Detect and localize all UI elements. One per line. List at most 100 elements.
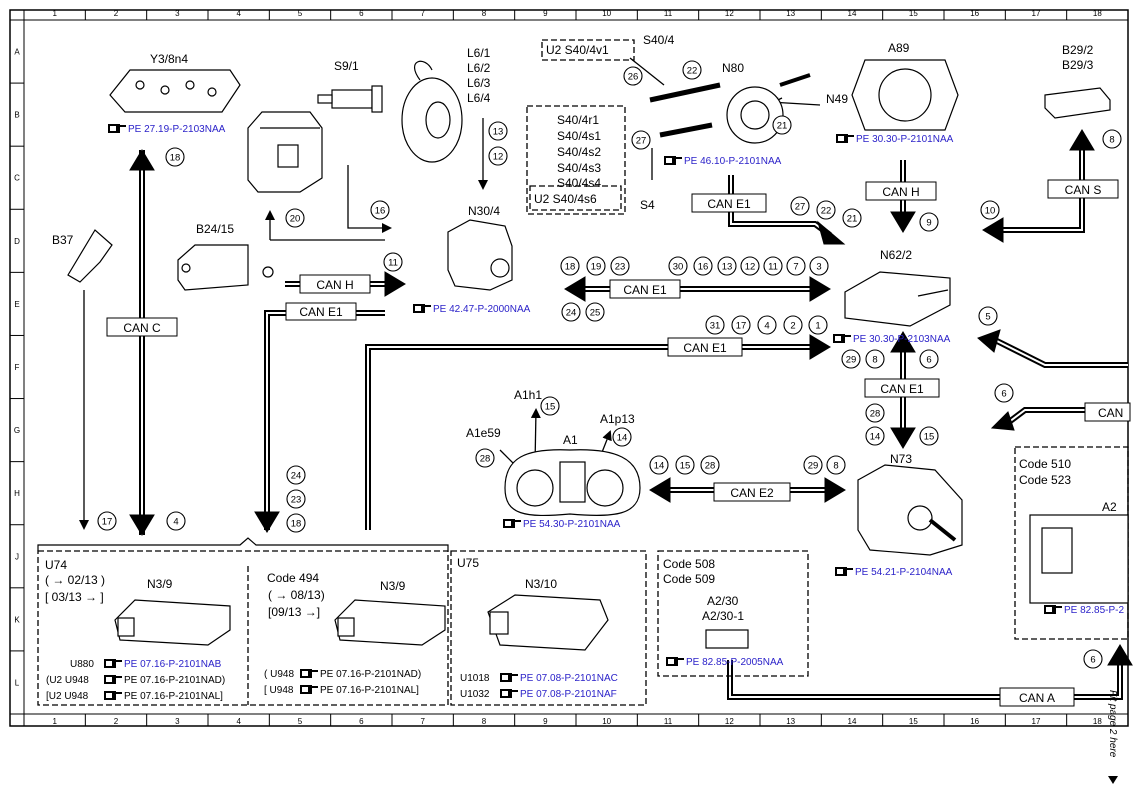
- label-s40-4s4: S40/4s4: [557, 176, 601, 190]
- bus-label-can-c: CAN C: [123, 321, 161, 335]
- label-y3-8n4: Y3/8n4: [150, 52, 188, 66]
- grid-col-top-12: 12: [725, 9, 734, 18]
- callout-c18b: 18: [286, 513, 306, 533]
- grid-col-bottom-11: 11: [664, 717, 673, 726]
- label-b29-2: B29/2: [1062, 43, 1094, 57]
- callout-c18a: 18: [165, 147, 185, 167]
- svg-text:17: 17: [736, 321, 747, 332]
- ref-y3: PE 27.19-P-2103NAA: [128, 124, 226, 135]
- label-s40-4s2: S40/4s2: [557, 145, 601, 159]
- label-s9-1: S9/1: [334, 59, 359, 73]
- callout-e-24: 24: [561, 302, 581, 322]
- svg-text:21: 21: [847, 214, 858, 225]
- svg-text:4: 4: [764, 321, 769, 332]
- label-u74-date-2: [ 03/13 → ]: [45, 590, 104, 604]
- callout-c14a: 14: [865, 426, 885, 446]
- svg-text:22: 22: [821, 206, 832, 217]
- callout-c29a: 29: [841, 349, 861, 369]
- component-labels: Y3/8n4 PE 27.19-P-2103NAA S9/1 L6/1 L6/2…: [45, 33, 1124, 784]
- bus-label-can-e1-long: CAN E1: [683, 341, 727, 355]
- group-bracket: [37, 537, 449, 551]
- callout-c6a: 6: [919, 349, 939, 369]
- svg-text:13: 13: [493, 127, 504, 138]
- svg-text:31: 31: [710, 321, 721, 332]
- callout-e-30: 30: [668, 256, 688, 276]
- grid-col-bottom-14: 14: [848, 717, 857, 726]
- ref-n62-2: PE 30.30-P-2103NAA: [853, 334, 951, 345]
- svg-text:6: 6: [926, 355, 931, 366]
- grid-col-top-13: 13: [786, 9, 795, 18]
- bus-label-can-e1-right: CAN E1: [880, 382, 924, 396]
- bus-label-can-h-left: CAN H: [316, 278, 353, 292]
- svg-text:29: 29: [808, 461, 819, 472]
- callout-f-17: 17: [731, 315, 751, 335]
- callout-c14b: 14: [612, 427, 632, 447]
- label-u2-u948-b: [U2 U948: [46, 691, 89, 702]
- n62-2-module-sketch: [844, 271, 951, 327]
- ref-a2-30: PE 82.85-P-2005NAA: [686, 657, 784, 668]
- callout-c4: 4: [166, 511, 186, 531]
- label-u1018: U1018: [460, 673, 490, 684]
- svg-text:18: 18: [291, 519, 302, 530]
- svg-text:19: 19: [591, 262, 602, 273]
- callout-e-12: 12: [740, 256, 760, 276]
- svg-text:22: 22: [687, 66, 698, 77]
- label-l6-3: L6/3: [467, 76, 491, 90]
- svg-text:6: 6: [1090, 655, 1095, 666]
- label-a1e59: A1e59: [466, 426, 501, 440]
- grid-col-bottom-6: 6: [359, 717, 364, 726]
- grid-col-bottom-13: 13: [786, 717, 795, 726]
- label-u948-b: [ U948: [264, 685, 294, 696]
- callout-c6b: 6: [994, 383, 1014, 403]
- grid-col-bottom-3: 3: [175, 717, 180, 726]
- label-a2: A2: [1102, 500, 1117, 514]
- callout-e-23: 23: [610, 256, 630, 276]
- svg-text:30: 30: [673, 262, 684, 273]
- svg-text:11: 11: [768, 262, 778, 273]
- grid-col-top-9: 9: [543, 9, 548, 18]
- callout-h-14: 14: [649, 455, 669, 475]
- a7-3-unit-sketch: [247, 111, 323, 193]
- label-code-509: Code 509: [663, 572, 715, 586]
- callout-c8b: 8: [865, 349, 885, 369]
- label-s40-4s3: S40/4s3: [557, 161, 601, 175]
- svg-text:17: 17: [102, 517, 113, 528]
- svg-text:9: 9: [926, 218, 931, 229]
- callout-e-3: 3: [809, 256, 829, 276]
- n30-4-unit-sketch: [447, 219, 513, 291]
- callout-e-13: 13: [717, 256, 737, 276]
- grid-col-bottom-1: 1: [52, 717, 57, 726]
- label-s40-4r1: S40/4r1: [557, 113, 599, 127]
- callout-c22a: 22: [682, 60, 702, 80]
- callout-c21b: 21: [842, 208, 862, 228]
- callout-h-28: 28: [700, 455, 720, 475]
- svg-text:13: 13: [722, 262, 733, 273]
- grid-col-bottom-5: 5: [298, 717, 303, 726]
- svg-text:25: 25: [590, 308, 601, 319]
- ref-n73: PE 54.21-P-2104NAA: [855, 567, 953, 578]
- bus-label-can-h-right: CAN H: [882, 185, 919, 199]
- callout-f-31: 31: [705, 315, 725, 335]
- ref-n30-4: PE 42.47-P-2000NAA: [433, 304, 531, 315]
- grid-col-bottom-12: 12: [725, 717, 734, 726]
- n73-ignition-sketch: [857, 464, 963, 556]
- svg-text:15: 15: [545, 402, 556, 413]
- grid-col-top-17: 17: [1032, 9, 1041, 18]
- label-n73: N73: [890, 452, 912, 466]
- svg-text:12: 12: [745, 262, 756, 273]
- callout-f-1: 1: [808, 315, 828, 335]
- bus-label-can-edge: CAN: [1098, 406, 1123, 420]
- grid-col-top-5: 5: [298, 9, 303, 18]
- grid-row-H: H: [14, 489, 20, 498]
- grid-col-bottom-10: 10: [602, 717, 611, 726]
- n3-10-sketch: [487, 594, 609, 651]
- n3-9-b-sketch: [334, 599, 446, 646]
- svg-text:1: 1: [815, 321, 820, 332]
- a2-radio-sketch: [1029, 514, 1129, 604]
- ref-nab: PE 07.16-P-2101NAB: [124, 659, 222, 670]
- svg-text:5: 5: [985, 312, 990, 323]
- callout-c27a: 27: [631, 130, 651, 150]
- label-s40-4: S40/4: [643, 33, 675, 47]
- a89-sensor-sketch: [851, 59, 959, 131]
